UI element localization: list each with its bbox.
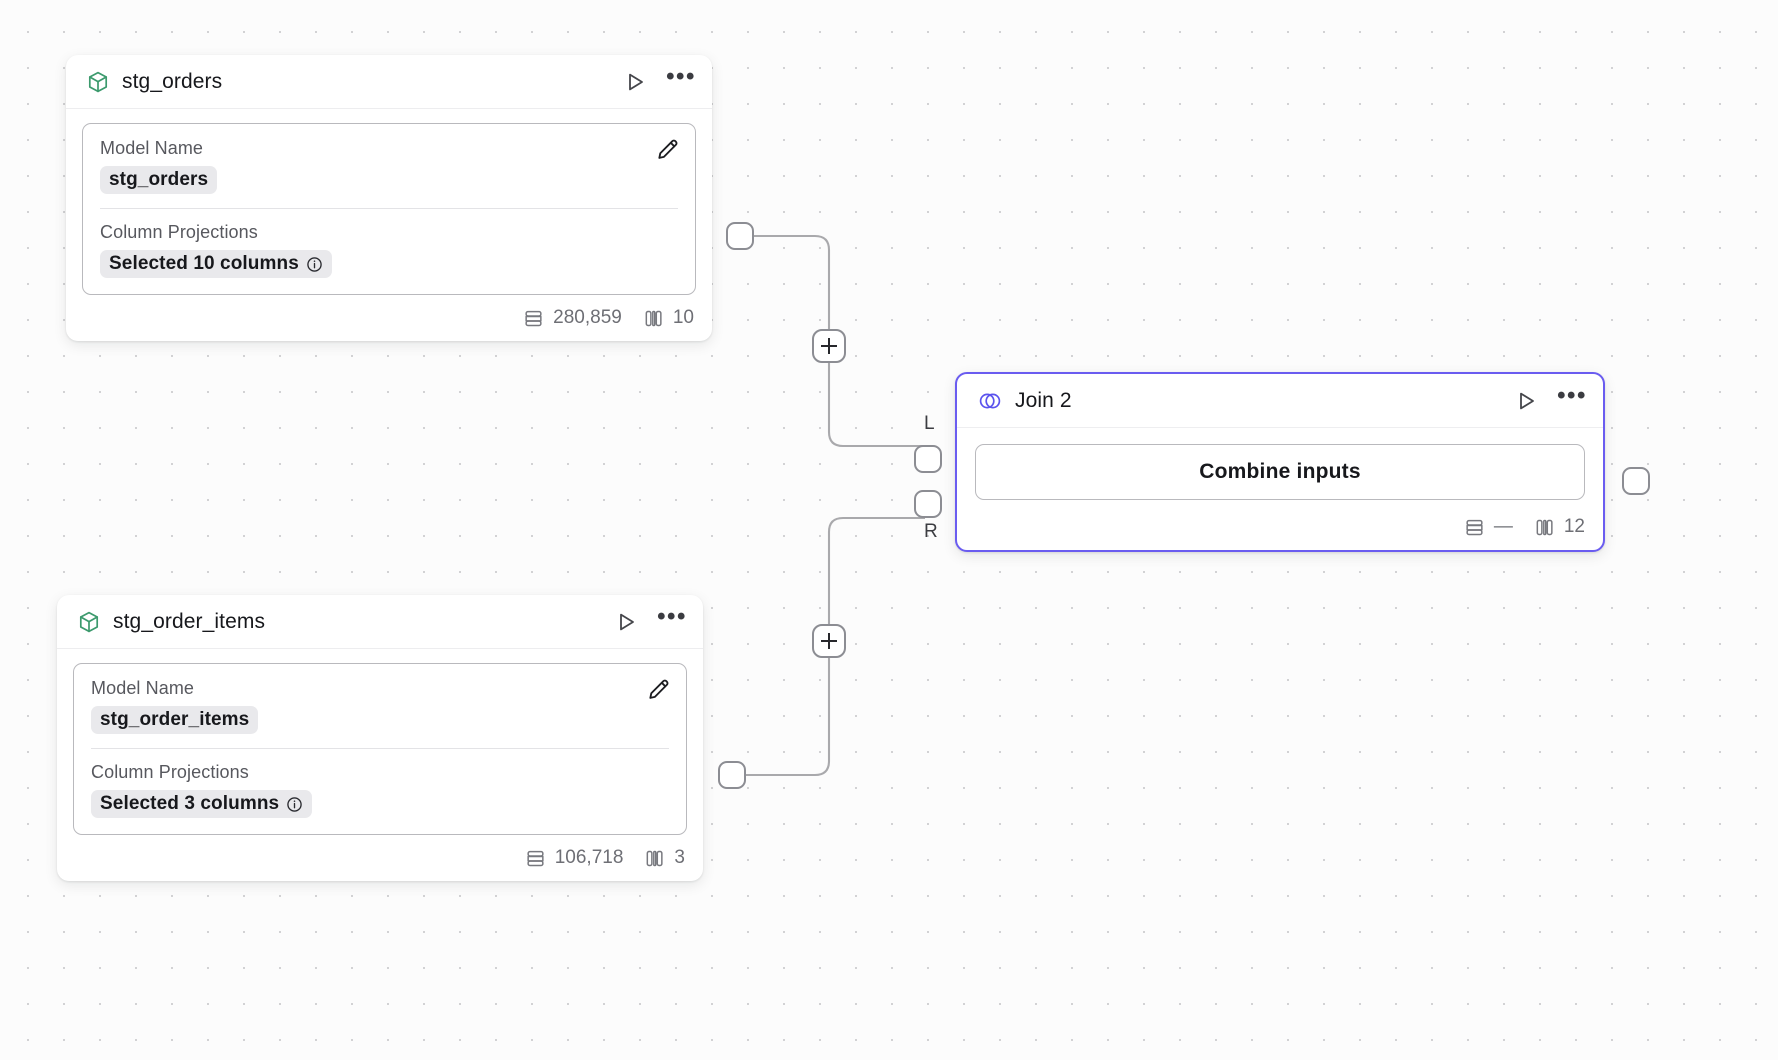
run-node-button[interactable]: [613, 609, 639, 635]
column-count-stat: 3: [644, 847, 685, 869]
edit-pencil-icon[interactable]: [655, 136, 681, 162]
venn-join-icon: [977, 388, 1003, 414]
node-header: Join 2 •••: [957, 374, 1603, 428]
rows-value: —: [1493, 516, 1513, 537]
node-more-options-button[interactable]: •••: [1557, 381, 1587, 414]
output-port-stg-order-items[interactable]: [718, 761, 746, 789]
ellipsis-icon: •••: [666, 62, 696, 90]
node-title: stg_orders: [122, 69, 223, 93]
columns-icon: [643, 308, 664, 329]
info-icon[interactable]: [306, 256, 323, 273]
node-body: Model Name stg_order_items Column Projec…: [57, 649, 703, 835]
rows-icon: [523, 308, 544, 329]
column-count-stat: 12: [1534, 516, 1585, 538]
rows-value: 280,859: [553, 307, 622, 328]
node-title: Join 2: [1015, 388, 1072, 412]
node-title: stg_order_items: [113, 609, 266, 633]
columns-icon: [1534, 517, 1555, 538]
cube-icon: [77, 610, 101, 634]
input-port-right-label: R: [924, 521, 938, 542]
model-properties-box: Model Name stg_order_items Column Projec…: [73, 663, 687, 835]
column-projections-label: Column Projections: [100, 222, 258, 242]
columns-icon: [644, 848, 665, 869]
ellipsis-icon: •••: [657, 602, 687, 630]
node-header: stg_orders •••: [66, 55, 712, 109]
rows-icon: [525, 848, 546, 869]
cube-icon: [86, 70, 110, 94]
edge-add-node-button-right[interactable]: [812, 624, 846, 658]
model-name-text: stg_order_items: [100, 709, 250, 730]
column-projections-value[interactable]: Selected 3 columns: [91, 790, 313, 818]
input-port-left-label: L: [924, 413, 935, 434]
edit-pencil-icon[interactable]: [646, 676, 672, 702]
columns-value: 3: [674, 847, 685, 868]
row-count-stat: 280,859: [523, 307, 622, 329]
prop-divider: [91, 748, 669, 749]
run-node-button[interactable]: [622, 69, 648, 95]
column-projections-text: Selected 10 columns: [109, 253, 299, 274]
node-more-options-button[interactable]: •••: [657, 602, 687, 635]
rows-value: 106,718: [554, 847, 624, 868]
node-stg-order-items[interactable]: stg_order_items ••• Model Name stg_order…: [57, 595, 703, 881]
info-icon[interactable]: [286, 796, 303, 813]
combine-inputs-button[interactable]: Combine inputs: [975, 444, 1585, 500]
node-footer: 280,859 10: [66, 295, 712, 341]
model-properties-box: Model Name stg_orders Column Projections…: [82, 123, 696, 295]
input-port-join-left[interactable]: [914, 445, 942, 473]
output-port-join-2[interactable]: [1622, 467, 1650, 495]
edge-add-node-button-left[interactable]: [812, 329, 846, 363]
row-count-stat: —: [1464, 516, 1513, 538]
node-body: Model Name stg_orders Column Projections…: [66, 109, 712, 295]
node-header: stg_order_items •••: [57, 595, 703, 649]
row-count-stat: 106,718: [525, 847, 624, 869]
model-name-value[interactable]: stg_orders: [100, 166, 218, 194]
model-name-label: Model Name: [91, 678, 195, 698]
node-more-options-button[interactable]: •••: [666, 62, 696, 95]
prop-divider: [100, 208, 678, 209]
node-stg-orders[interactable]: stg_orders ••• Model Name stg_orders: [66, 55, 712, 341]
model-name-value[interactable]: stg_order_items: [91, 706, 259, 734]
input-port-join-right[interactable]: [914, 490, 942, 518]
output-port-stg-orders[interactable]: [726, 222, 754, 250]
rows-icon: [1464, 517, 1485, 538]
ellipsis-icon: •••: [1557, 381, 1587, 409]
node-footer: 106,718 3: [57, 835, 703, 881]
column-projections-value[interactable]: Selected 10 columns: [100, 250, 332, 278]
node-footer: — 12: [957, 500, 1603, 550]
columns-value: 12: [1563, 516, 1585, 537]
node-body: Combine inputs: [957, 428, 1603, 500]
column-projections-text: Selected 3 columns: [100, 793, 280, 814]
columns-value: 10: [672, 307, 694, 328]
model-name-text: stg_orders: [109, 169, 209, 190]
column-count-stat: 10: [643, 307, 694, 329]
column-projections-label: Column Projections: [91, 762, 249, 782]
run-node-button[interactable]: [1513, 388, 1539, 414]
model-name-label: Model Name: [100, 138, 204, 158]
node-join-2[interactable]: Join 2 ••• Combine inputs —: [955, 372, 1605, 552]
